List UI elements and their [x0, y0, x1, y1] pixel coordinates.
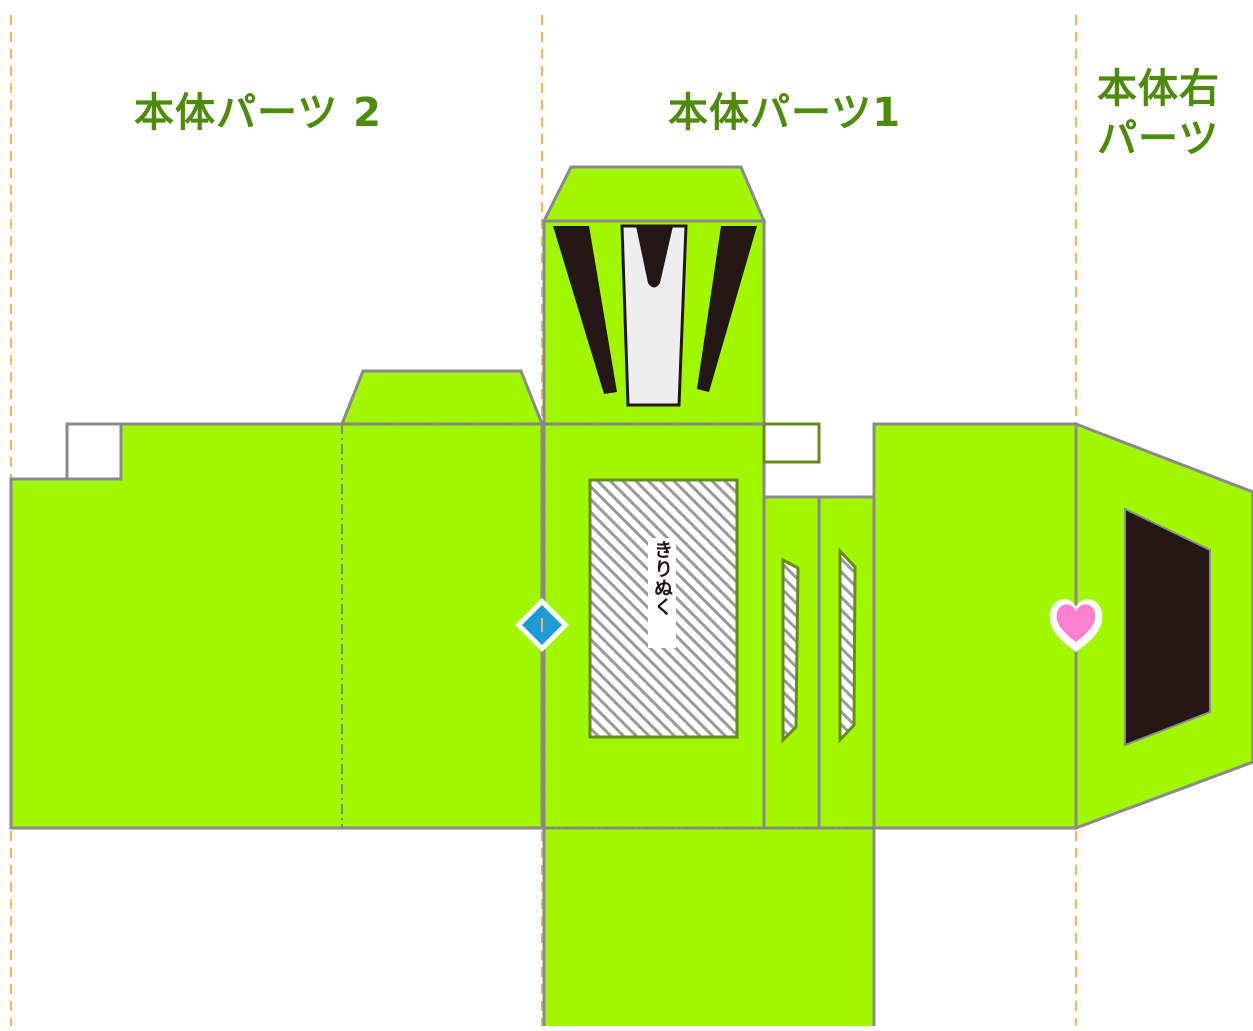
- cutout-label-bg: [648, 538, 676, 648]
- body-part2-panel: [9, 422, 544, 830]
- body-part1-right-panel: [872, 422, 1078, 830]
- body-part1-bottom-panel: [542, 826, 876, 1031]
- fold-lines: [341, 221, 874, 829]
- title-body-part2: 本体パーツ 2: [134, 90, 382, 136]
- glue-flap-notch: [65, 422, 123, 481]
- face-dark-notch: [636, 226, 673, 288]
- side-tab-outline: [762, 422, 821, 464]
- diamond-marker-icon: [515, 598, 569, 652]
- heart-marker-icon: [1049, 599, 1103, 652]
- face-stripe-left: [553, 226, 617, 394]
- guide-lines: [10, 15, 1077, 1026]
- top-tab-part1: [541, 165, 767, 223]
- title-body-right-part: 本体右 パーツ: [1097, 66, 1220, 162]
- slot-cutout-2: [838, 547, 857, 744]
- face-stripe-right: [697, 226, 757, 392]
- title-body-part1: 本体パーツ1: [668, 90, 902, 136]
- slot-cutout-1: [781, 557, 800, 744]
- top-tab-part2: [339, 369, 545, 426]
- cutout-label: きりぬく: [651, 540, 673, 616]
- right-part-window: [1124, 507, 1211, 747]
